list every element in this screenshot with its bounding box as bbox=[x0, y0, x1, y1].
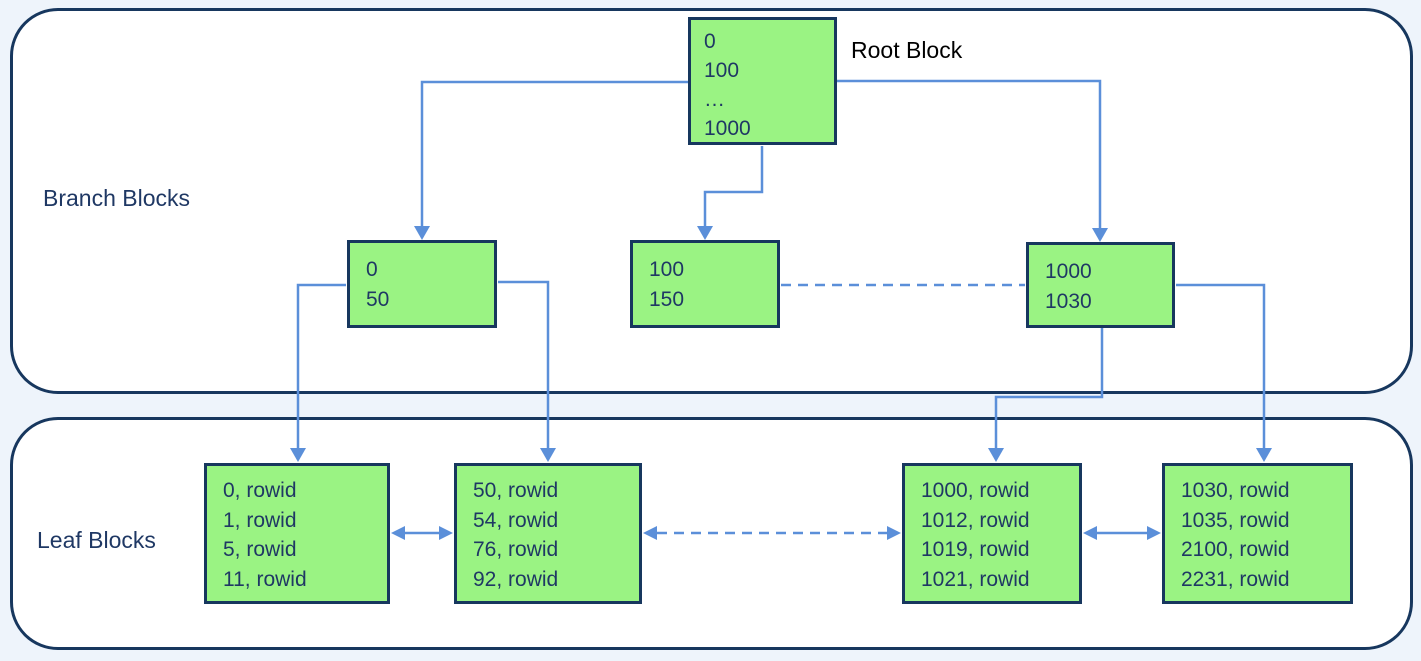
root-block-entry: 100 bbox=[704, 59, 740, 82]
root-block-entry: 0 bbox=[704, 30, 716, 53]
branch-block-entry: 150 bbox=[649, 288, 685, 311]
root-block: 0 100 … 1000 bbox=[688, 17, 837, 145]
leaf-block-entry: 54, rowid bbox=[473, 508, 559, 532]
leaf-block-entry: 1030, rowid bbox=[1181, 479, 1290, 502]
leaf-block-entry: 1035, rowid bbox=[1181, 508, 1290, 532]
leaf-block-entry: 1012, rowid bbox=[921, 508, 1030, 532]
leaf-block-entry: 76, rowid bbox=[473, 538, 559, 561]
leaf-block-entry: 0, rowid bbox=[223, 479, 297, 502]
leaf-block-4: 1030, rowid 1035, rowid 2100, rowid 2231… bbox=[1162, 463, 1353, 604]
leaf-block-entry: 50, rowid bbox=[473, 479, 559, 502]
leaf-block-entry: 2231, rowid bbox=[1181, 567, 1290, 591]
leaf-block-2: 50, rowid 54, rowid 76, rowid 92, rowid bbox=[454, 463, 642, 604]
leaf-block-1: 0, rowid 1, rowid 5, rowid 11, rowid bbox=[204, 463, 390, 604]
root-block-entry: … bbox=[704, 88, 725, 111]
leaf-block-entry: 11, rowid bbox=[223, 567, 307, 591]
branch-block-entry: 1030 bbox=[1045, 290, 1092, 313]
branch-block-0-50: 0 50 bbox=[347, 240, 497, 328]
branch-block-1000-1030: 1000 1030 bbox=[1026, 242, 1175, 328]
branch-block-entry: 50 bbox=[366, 288, 390, 311]
leaf-block-entry: 1021, rowid bbox=[921, 567, 1030, 591]
leaf-block-entry: 1000, rowid bbox=[921, 479, 1030, 502]
branch-block-entry: 100 bbox=[649, 258, 685, 281]
leaf-block-3: 1000, rowid 1012, rowid 1019, rowid 1021… bbox=[902, 463, 1082, 604]
leaf-block-entry: 1, rowid bbox=[223, 508, 297, 532]
leaf-block-entry: 5, rowid bbox=[223, 538, 297, 561]
branch-block-entry: 1000 bbox=[1045, 260, 1092, 283]
leaf-block-entry: 1019, rowid bbox=[921, 538, 1030, 561]
branch-block-entry: 0 bbox=[366, 258, 378, 281]
root-block-entry: 1000 bbox=[704, 117, 751, 140]
root-block-label: Root Block bbox=[851, 37, 963, 63]
leaf-blocks-label: Leaf Blocks bbox=[37, 527, 156, 553]
branch-block-100-150: 100 150 bbox=[630, 240, 780, 328]
leaf-block-entry: 92, rowid bbox=[473, 567, 559, 591]
leaf-block-entry: 2100, rowid bbox=[1181, 538, 1290, 561]
branch-blocks-label: Branch Blocks bbox=[43, 185, 191, 211]
